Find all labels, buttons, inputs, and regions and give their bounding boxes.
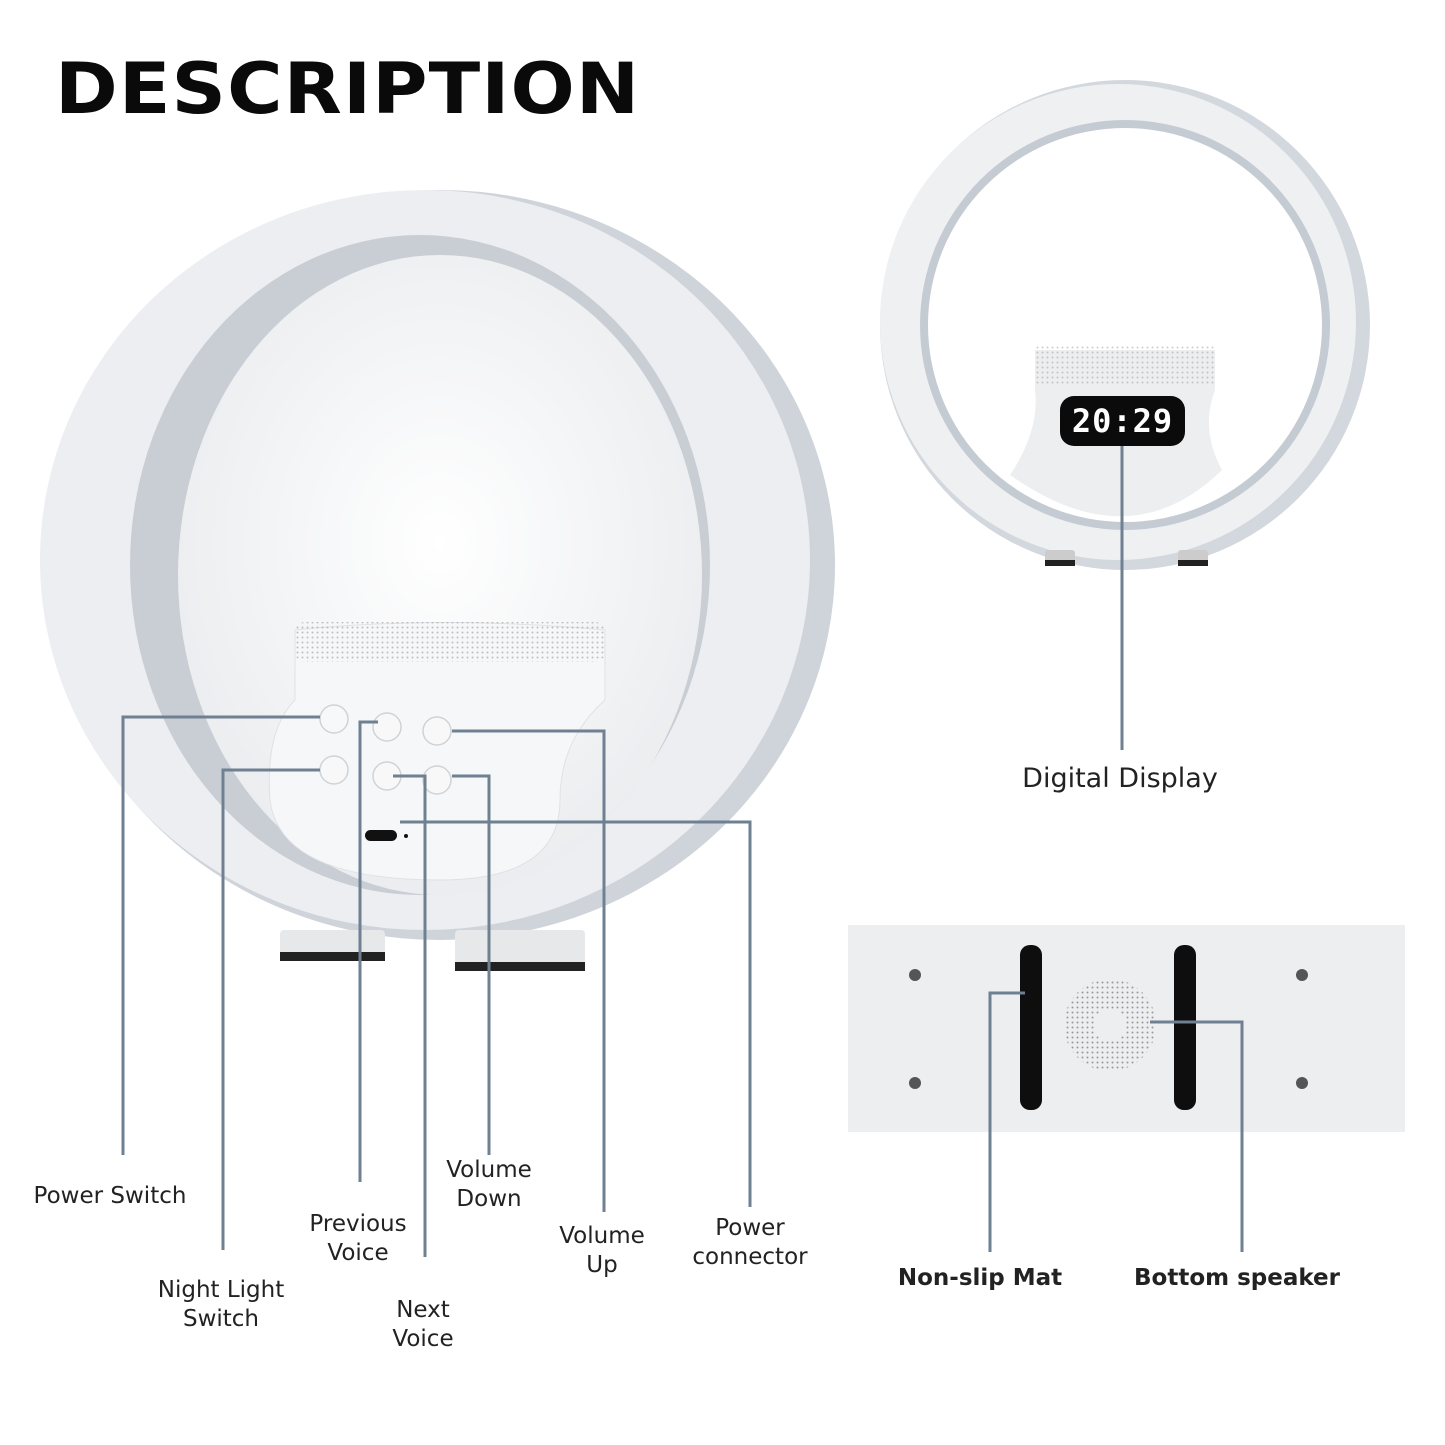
large-ring-lamp (40, 190, 835, 971)
volume-up-button (422, 716, 452, 746)
label-digital-display: Digital Display (1022, 763, 1218, 794)
volume-down-button (422, 765, 452, 795)
label-bottom-speaker: Bottom speaker (1134, 1265, 1340, 1291)
bottom-view (848, 925, 1405, 1132)
label-line: Volume (446, 1157, 532, 1183)
non-slip-mat-left (1020, 945, 1042, 1110)
label-power-connector: Power connector (692, 1214, 807, 1272)
digital-display-screen: 20:29 (1060, 396, 1185, 446)
power-button (319, 704, 349, 734)
label-line: Up (586, 1252, 618, 1278)
label-line: Switch (182, 1306, 260, 1332)
label-power-switch: Power Switch (33, 1183, 187, 1209)
usb-c-port (365, 830, 397, 841)
label-volume-down: Volume Down (446, 1156, 532, 1214)
label-next-voice: Next Voice (392, 1296, 453, 1354)
label-night-light-switch: Night Light Switch (158, 1276, 285, 1334)
label-line: Volume (559, 1223, 645, 1249)
night-light-button (319, 755, 349, 785)
label-line: Voice (327, 1240, 389, 1266)
non-slip-mat-right (1174, 945, 1196, 1110)
label-non-slip-mat: Non-slip Mat (897, 1265, 1063, 1291)
small-ring-lamp (880, 80, 1370, 570)
leader-lines (121, 446, 1244, 1257)
label-line: Down (456, 1186, 522, 1212)
label-previous-voice: Previous Voice (309, 1210, 406, 1268)
label-line: Power (715, 1215, 785, 1241)
label-volume-up: Volume Up (559, 1222, 645, 1280)
label-line: Previous (309, 1211, 407, 1237)
label-line: Night Light (157, 1277, 285, 1303)
previous-voice-button (372, 712, 402, 742)
page-title: DESCRIPTION (55, 48, 641, 130)
label-line: connector (692, 1244, 808, 1270)
label-line: Voice (392, 1326, 454, 1352)
label-line: Next (396, 1297, 450, 1323)
